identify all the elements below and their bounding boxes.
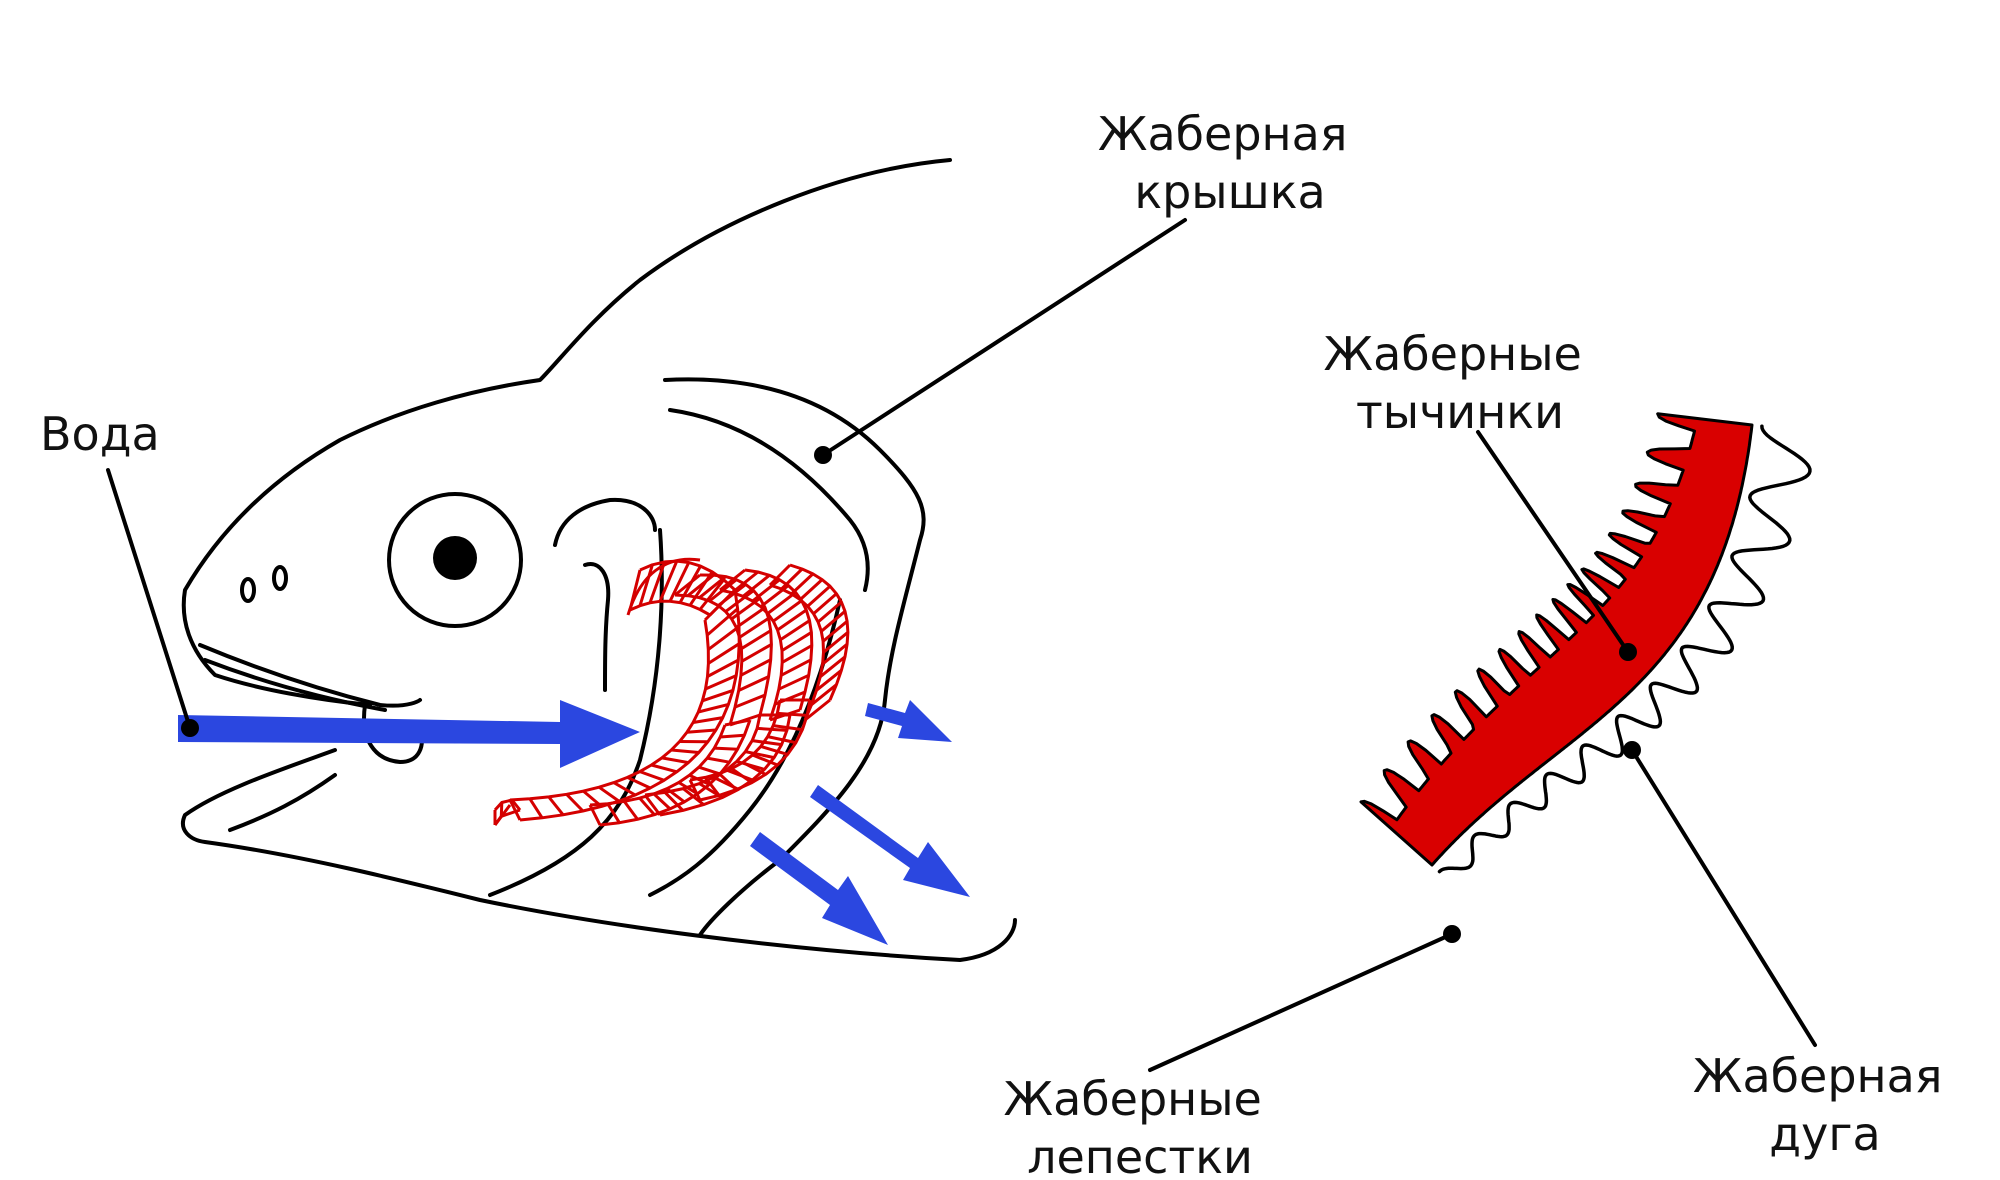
water-arrows (178, 700, 970, 945)
label-gill-arch: Жаберная дуга (1693, 1049, 1957, 1161)
pupil (433, 536, 477, 580)
label-gill-arch-line2: дуга (1769, 1107, 1880, 1161)
water-outflow-arrow (865, 700, 952, 742)
label-gill-rakers-line1: Жаберные (1324, 327, 1582, 381)
labels: Вода Жаберная крышка Жаберные тычинки Жа… (40, 107, 1957, 1180)
label-gill-arch-line1: Жаберная (1693, 1049, 1943, 1103)
label-gill-filaments: Жаберные лепестки (1004, 1072, 1277, 1180)
leader-dot (1623, 741, 1641, 759)
gill-rakers (1437, 424, 1812, 874)
label-gill-filaments-line2: лепестки (1027, 1130, 1253, 1180)
leader-rakers (1476, 430, 1630, 654)
operculum-inner-top (668, 408, 870, 592)
preopercle-line (553, 497, 657, 547)
leader-dot (1619, 643, 1637, 661)
leader-filaments (1148, 932, 1454, 1072)
water-outflow-arrow (750, 832, 888, 945)
upper-jaw (198, 643, 422, 708)
gill-arch-4-lower (688, 698, 812, 802)
gill-arch-4 (768, 563, 850, 722)
label-gill-rakers: Жаберные тычинки (1324, 327, 1597, 439)
label-gill-filaments-line1: Жаберные (1004, 1072, 1262, 1126)
leader-dot (1443, 925, 1461, 943)
water-inflow-arrow (178, 700, 640, 768)
nostril-icon (272, 565, 288, 591)
eye (387, 492, 523, 628)
gill-filaments (1359, 412, 1754, 867)
gill-arch-2-lower (588, 718, 752, 827)
gill-arch-detail (1359, 412, 1812, 874)
lower-jaw-inner (228, 773, 337, 832)
leader-operculum (821, 218, 1187, 457)
label-operculum-line2: крышка (1134, 165, 1325, 219)
fish-head-outline (181, 158, 952, 707)
leader-dot (814, 446, 832, 464)
label-water: Вода (40, 407, 160, 461)
gill-lattice (493, 557, 850, 827)
cheek-line (583, 562, 611, 692)
leader-arch (1630, 748, 1817, 1047)
leader-dot (181, 719, 199, 737)
label-operculum-line1: Жаберная (1098, 107, 1348, 161)
gill-hook (493, 557, 701, 826)
label-gill-rakers-line2: тычинки (1356, 385, 1564, 439)
lower-jaw (181, 748, 1017, 962)
gill-arch-1 (508, 588, 741, 822)
label-operculum: Жаберная крышка (1098, 107, 1362, 219)
leader-water (106, 468, 192, 730)
leader-lines (106, 218, 1817, 1072)
nostril-icon (240, 577, 256, 603)
water-outflow-arrow (810, 785, 970, 897)
